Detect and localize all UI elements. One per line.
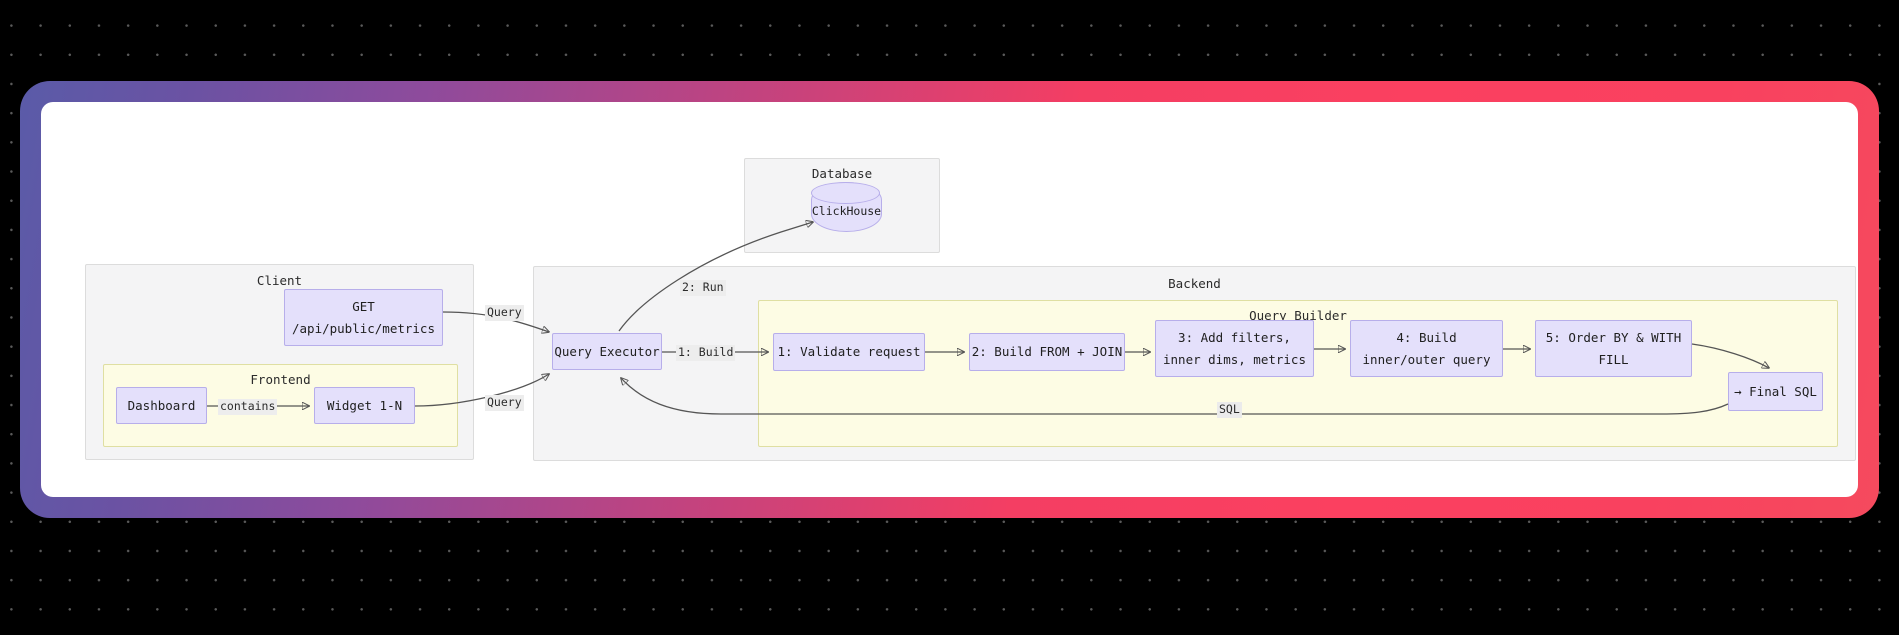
node-step-3-line1: 3: Add filters, bbox=[1178, 329, 1291, 345]
subgraph-frontend-title: Frontend bbox=[250, 372, 311, 387]
subgraph-database-title: Database bbox=[811, 166, 873, 181]
node-clickhouse-label: ClickHouse bbox=[811, 204, 882, 218]
diagram-canvas-surface: Client GET /api/public/metrics Frontend … bbox=[41, 102, 1858, 497]
node-step-4-line1: 4: Build bbox=[1396, 329, 1457, 345]
edge-label-2-run: 2: Run bbox=[680, 280, 726, 296]
node-step-1-validate-request[interactable]: 1: Validate request bbox=[773, 333, 925, 371]
edge-label-sql: SQL bbox=[1217, 402, 1242, 418]
node-final-sql-label: → Final SQL bbox=[1734, 383, 1817, 399]
node-step-4-line2: inner/outer query bbox=[1362, 351, 1491, 367]
node-step-5-order-by-with-fill[interactable]: 5: Order BY & WITH FILL bbox=[1535, 320, 1692, 377]
node-step-5-line1: 5: Order BY & WITH bbox=[1545, 329, 1682, 345]
cylinder-top-cap-icon bbox=[811, 182, 880, 204]
subgraph-query-builder-title: Query Builder bbox=[1249, 308, 1347, 323]
edge-label-contains: contains bbox=[218, 399, 278, 415]
edge-label-query-api: Query bbox=[485, 305, 524, 321]
node-step-2-build-from-join[interactable]: 2: Build FROM + JOIN bbox=[969, 333, 1125, 371]
edge-label-1-build: 1: Build bbox=[676, 345, 736, 361]
node-step-4-build-inner-outer-query[interactable]: 4: Build inner/outer query bbox=[1350, 320, 1503, 377]
node-query-executor-label: Query Executor bbox=[554, 343, 660, 359]
node-step-3-add-filters[interactable]: 3: Add filters, inner dims, metrics bbox=[1155, 320, 1314, 377]
node-step-5-line2: FILL bbox=[1598, 351, 1629, 367]
node-api-endpoint-path: /api/public/metrics bbox=[292, 320, 435, 336]
node-widget[interactable]: Widget 1-N bbox=[314, 387, 415, 424]
node-clickhouse-database[interactable]: ClickHouse bbox=[811, 182, 882, 232]
subgraph-client-title: Client bbox=[256, 273, 303, 288]
node-query-executor[interactable]: Query Executor bbox=[552, 333, 662, 370]
node-step-2-label: 2: Build FROM + JOIN bbox=[971, 344, 1123, 360]
node-widget-label: Widget 1-N bbox=[326, 397, 403, 413]
node-api-endpoint-method: GET bbox=[352, 298, 375, 314]
node-api-endpoint[interactable]: GET /api/public/metrics bbox=[284, 289, 443, 346]
edge-label-query-widget: Query bbox=[485, 395, 524, 411]
node-dashboard[interactable]: Dashboard bbox=[116, 387, 207, 424]
node-step-3-line2: inner dims, metrics bbox=[1163, 351, 1306, 367]
node-dashboard-label: Dashboard bbox=[127, 397, 196, 413]
gradient-frame-border: Client GET /api/public/metrics Frontend … bbox=[20, 81, 1879, 518]
flowchart-canvas: Client GET /api/public/metrics Frontend … bbox=[41, 102, 1858, 497]
subgraph-backend-title: Backend bbox=[1168, 276, 1221, 291]
node-step-1-label: 1: Validate request bbox=[777, 344, 921, 360]
node-final-sql[interactable]: → Final SQL bbox=[1728, 372, 1823, 411]
